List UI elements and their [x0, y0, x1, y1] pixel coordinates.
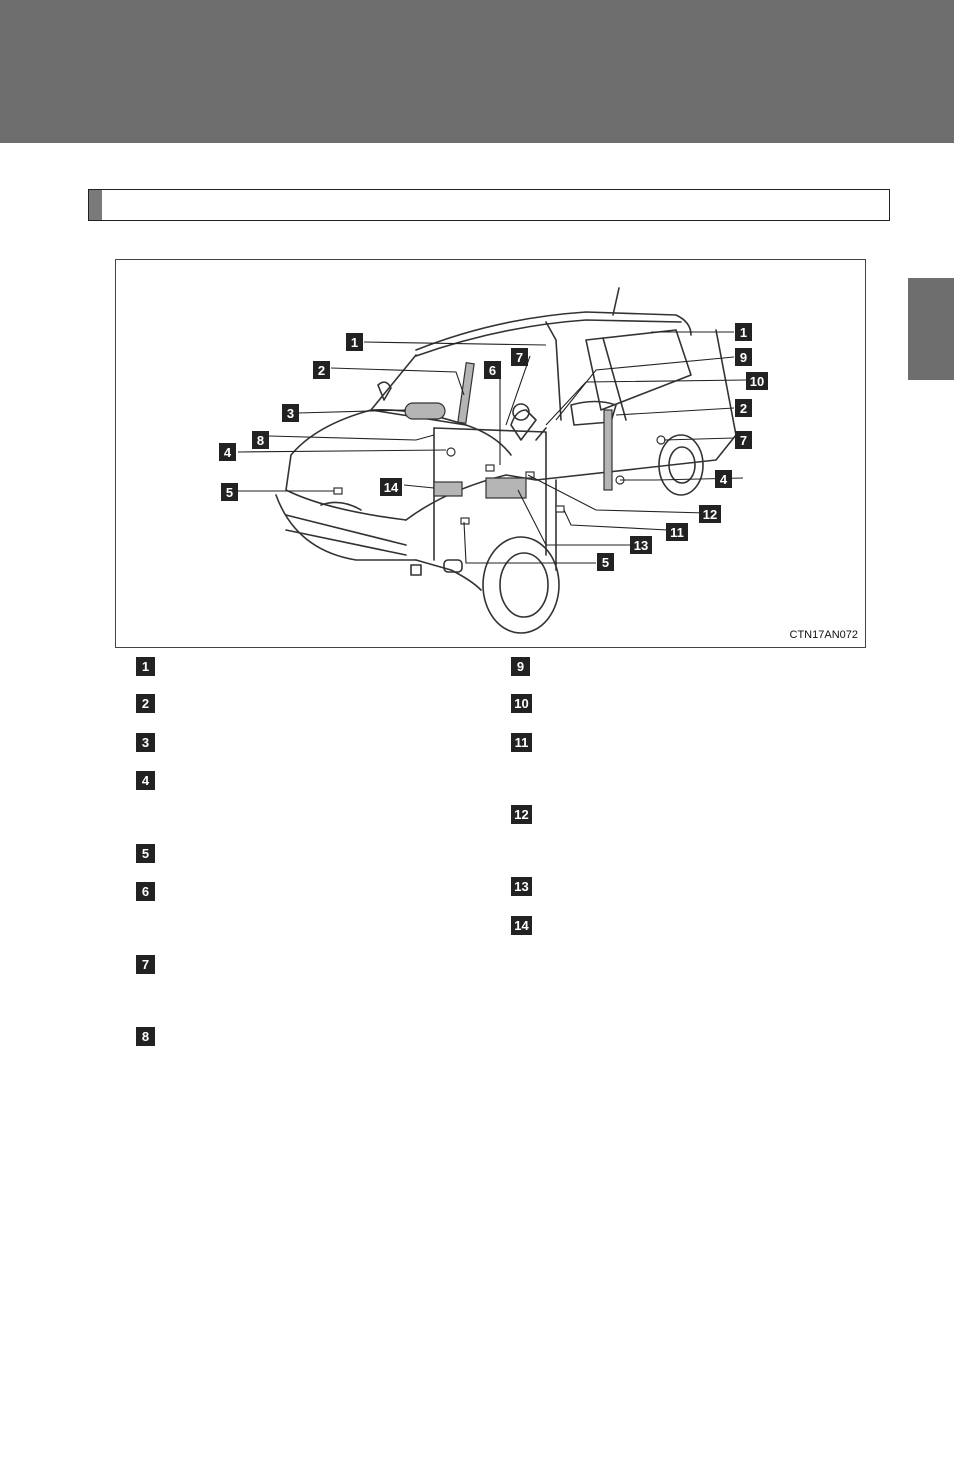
list-badge-11: 11 [511, 733, 532, 752]
callout-5b: 5 [602, 555, 609, 570]
list-badge-9: 9 [511, 657, 530, 676]
callout-11: 11 [670, 525, 684, 540]
callout-10: 10 [750, 374, 764, 389]
list-badge-7: 7 [136, 955, 155, 974]
callout-3: 3 [287, 406, 294, 421]
figure-code: CTN17AN072 [789, 629, 858, 641]
callout-2a: 2 [318, 363, 325, 378]
callout-1a: 1 [351, 335, 358, 350]
list-badge-13: 13 [511, 877, 532, 896]
list-badge-5: 5 [136, 844, 155, 863]
callout-4a: 4 [224, 445, 232, 460]
list-badge-1: 1 [136, 657, 155, 676]
callout-7b: 7 [740, 433, 747, 448]
callout-2b: 2 [740, 401, 747, 416]
top-banner [0, 0, 954, 143]
callout-9: 9 [740, 350, 747, 365]
vehicle-illustration: 1 1 9 7 2 6 10 3 2 8 7 4 4 5 [219, 287, 768, 634]
section-header [88, 189, 890, 221]
callout-6: 6 [489, 363, 496, 378]
list-badge-2: 2 [136, 694, 155, 713]
callout-12: 12 [703, 507, 717, 522]
callout-5a: 5 [226, 485, 233, 500]
section-header-accent [89, 190, 102, 220]
list-badge-10: 10 [511, 694, 532, 713]
list-badge-4: 4 [136, 771, 155, 790]
callout-8: 8 [257, 433, 264, 448]
callout-13: 13 [634, 538, 648, 553]
airbag-location-figure: 1 1 9 7 2 6 10 3 2 8 7 4 4 5 [115, 259, 866, 648]
chapter-side-tab [908, 278, 954, 380]
list-badge-12: 12 [511, 805, 532, 824]
callout-14: 14 [384, 480, 399, 495]
callout-4b: 4 [720, 472, 728, 487]
callout-1b: 1 [740, 325, 747, 340]
list-badge-14: 14 [511, 916, 532, 935]
list-badge-3: 3 [136, 733, 155, 752]
callout-7a: 7 [516, 350, 523, 365]
list-badge-6: 6 [136, 882, 155, 901]
list-badge-8: 8 [136, 1027, 155, 1046]
